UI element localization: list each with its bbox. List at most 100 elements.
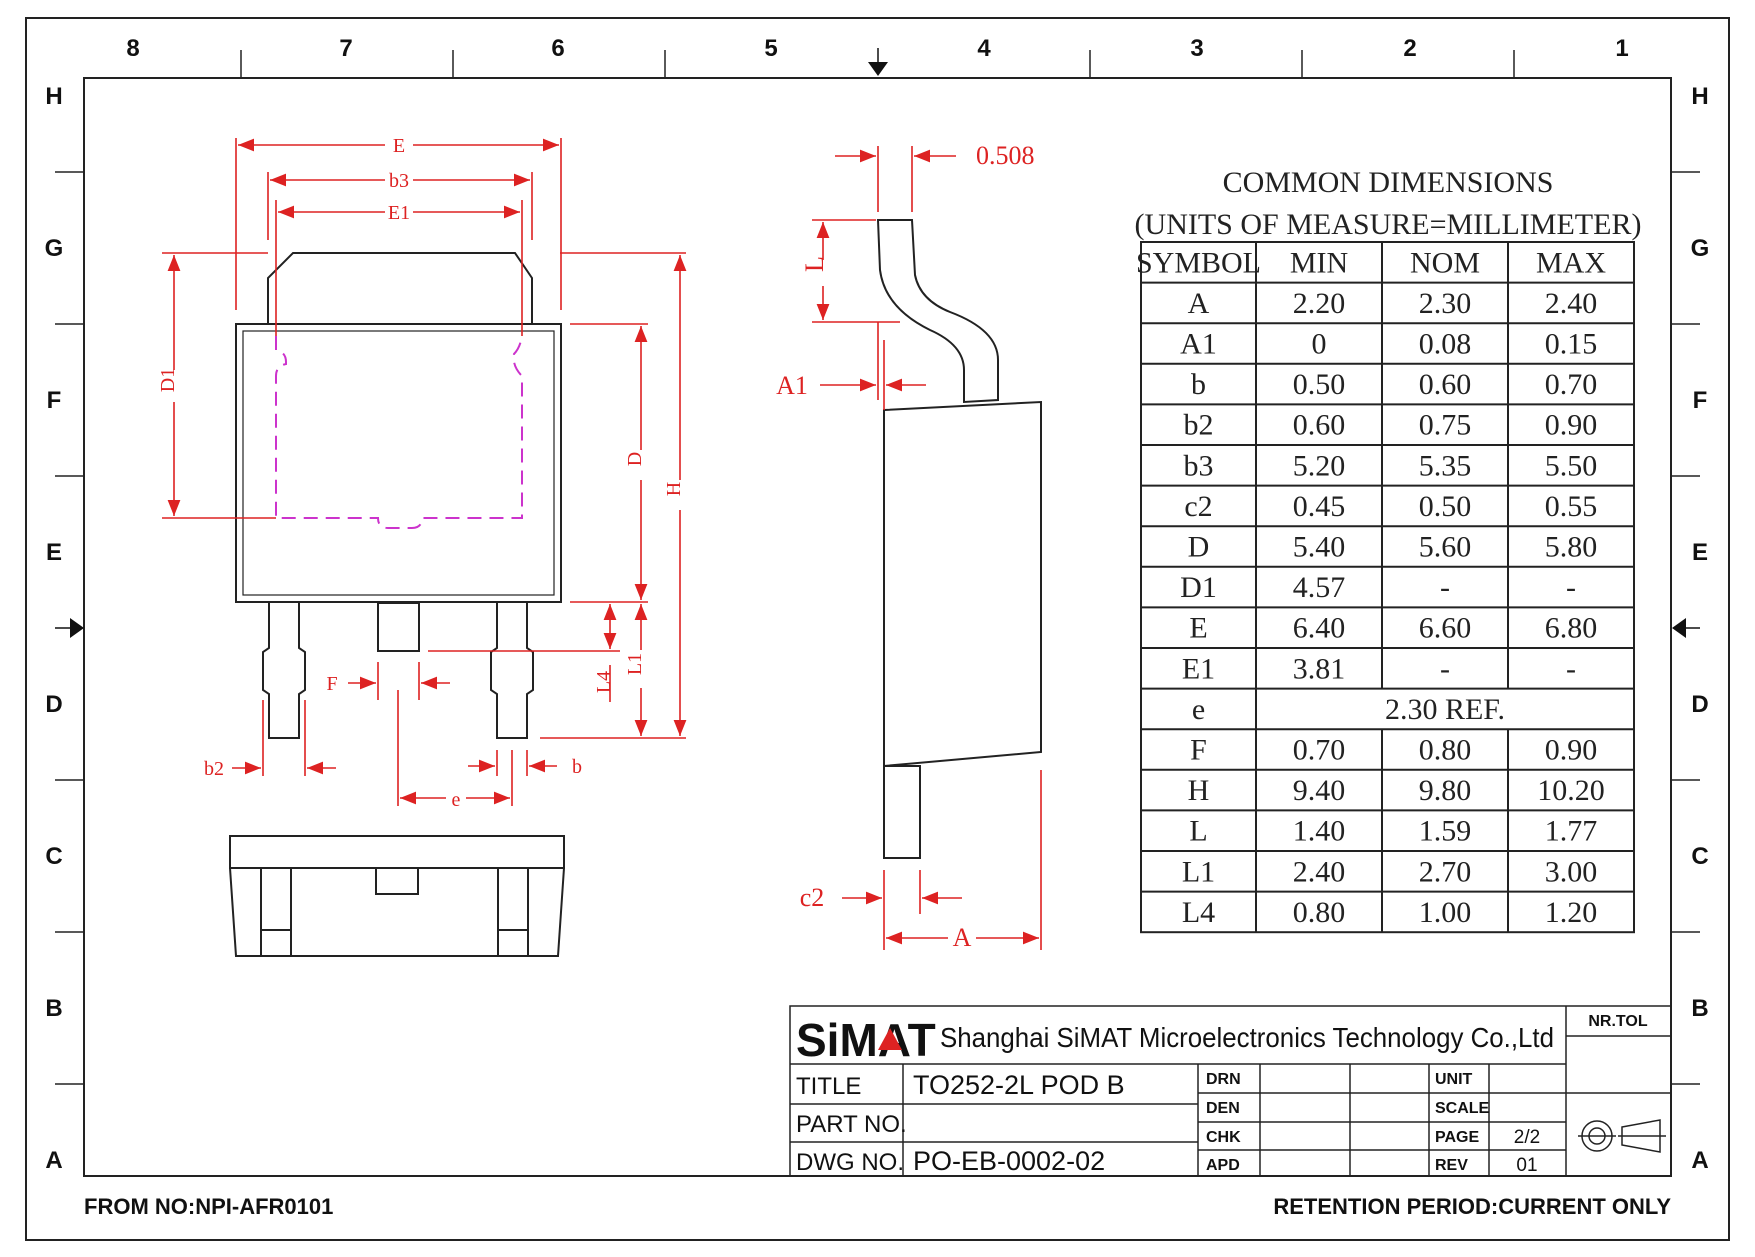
table-cell: 0.08 <box>1419 328 1472 361</box>
footer-retention-period: RETENTION PERIOD:CURRENT ONLY <box>1273 1194 1671 1219</box>
dim-label-b2: b2 <box>204 758 224 780</box>
title-block <box>789 1005 1672 1177</box>
dwg-no-label: DWG NO. <box>796 1149 904 1176</box>
dim-label-H: H <box>663 482 685 496</box>
table-header-cell: SYMBOL <box>1136 246 1261 279</box>
table-cell: D1 <box>1180 571 1217 604</box>
row-labels-right: H G F E D C B A <box>1691 83 1710 1174</box>
rev-label: REV <box>1435 1157 1468 1174</box>
table-cell: E1 <box>1182 652 1215 685</box>
row-label: B <box>1691 995 1708 1022</box>
scale-label: SCALE <box>1435 1100 1490 1117</box>
col-label: 8 <box>126 35 139 62</box>
table-cell: L1 <box>1182 855 1215 888</box>
table-cell: 0.55 <box>1545 490 1598 523</box>
projection-symbol-icon <box>1578 1119 1666 1153</box>
col-label: 1 <box>1615 35 1628 62</box>
dim-label-F: F <box>326 673 337 695</box>
row-label: D <box>45 691 62 718</box>
logo-triangle-icon <box>878 1028 902 1050</box>
col-label: 6 <box>551 35 564 62</box>
nr-tol-label: NR.TOL <box>1588 1013 1647 1030</box>
col-label: 5 <box>764 35 777 62</box>
table-cell: - <box>1566 652 1576 685</box>
table-cell: 2.70 <box>1419 855 1472 888</box>
row-label: A <box>1691 1147 1708 1174</box>
company-logo: SiMAT <box>796 1014 936 1066</box>
chk-label: CHK <box>1206 1129 1241 1146</box>
dim-label-D: D <box>624 452 646 466</box>
front-view <box>229 835 565 957</box>
table-cell: 0.90 <box>1545 409 1598 442</box>
col-label: 4 <box>977 35 991 62</box>
dim-label-b: b <box>572 756 582 778</box>
table-cell: 6.80 <box>1545 612 1598 645</box>
title-block-text: SiMAT Shanghai SiMAT Microelectronics Te… <box>796 1013 1648 1176</box>
col-label: 7 <box>339 35 352 62</box>
table-cell: 0.80 <box>1293 896 1346 929</box>
table-cell: 6.40 <box>1293 612 1346 645</box>
table-cell: 0.90 <box>1545 734 1598 767</box>
table-cell: 9.80 <box>1419 774 1472 807</box>
row-labels-left: H G F E D C B A <box>45 83 64 1174</box>
row-label: G <box>45 235 64 262</box>
thermal-pad-outline <box>275 335 523 529</box>
table-cell: 3.81 <box>1293 652 1346 685</box>
col-label: 3 <box>1190 35 1203 62</box>
row-label: C <box>1691 843 1708 870</box>
row-label: C <box>45 843 62 870</box>
row-label: H <box>45 83 62 110</box>
table-cell: 1.59 <box>1419 815 1472 848</box>
row-label: D <box>1691 691 1708 718</box>
table-cell: 6.60 <box>1419 612 1472 645</box>
table-cell: 5.20 <box>1293 449 1346 482</box>
dim-label-D1: D1 <box>157 368 179 392</box>
dim-label-b3: b3 <box>389 170 409 192</box>
table-cell: - <box>1566 571 1576 604</box>
company-name: Shanghai SiMAT Microelectronics Technolo… <box>940 1022 1554 1053</box>
dim-label-e: e <box>452 789 461 811</box>
table-cell: 0 <box>1312 328 1327 361</box>
table-cell: b2 <box>1184 409 1214 442</box>
table-cell: b <box>1191 368 1206 401</box>
table-cell: H <box>1188 774 1210 807</box>
lead-left <box>262 603 306 739</box>
row-label: A <box>45 1147 62 1174</box>
table-cell: 5.35 <box>1419 449 1472 482</box>
rev-value: 01 <box>1516 1155 1537 1176</box>
dim-label-0508: 0.508 <box>976 141 1035 170</box>
footer-form-number: FROM NO:NPI-AFR0101 <box>84 1194 333 1219</box>
page-value: 2/2 <box>1514 1127 1540 1148</box>
col-label: 2 <box>1403 35 1416 62</box>
table-subtitle: (UNITS OF MEASURE=MILLIMETER) <box>1135 208 1642 241</box>
lead-right <box>490 603 534 739</box>
dwg-no-value: PO-EB-0002-02 <box>913 1146 1105 1176</box>
package-tab <box>267 252 533 325</box>
row-label: F <box>1693 387 1708 414</box>
center-arrow-top <box>868 62 888 76</box>
package-body <box>235 323 562 603</box>
dimensions-table: COMMON DIMENSIONS (UNITS OF MEASURE=MILL… <box>1135 166 1642 934</box>
table-cell: 9.40 <box>1293 774 1346 807</box>
table-cell: 3.00 <box>1545 855 1598 888</box>
outer-border <box>25 17 1730 1241</box>
den-label: DEN <box>1206 1100 1240 1117</box>
side-view <box>876 219 1042 859</box>
column-ticks <box>240 50 1515 78</box>
top-view-dimensions <box>162 138 687 806</box>
table-cell: - <box>1440 652 1450 685</box>
table-cell: 1.00 <box>1419 896 1472 929</box>
side-view-dimensions <box>812 146 1042 950</box>
table-cell: D <box>1188 531 1210 564</box>
table-cell: 2.40 <box>1293 855 1346 888</box>
unit-label: UNIT <box>1435 1071 1473 1088</box>
table-cell: 1.20 <box>1545 896 1598 929</box>
table-cell: 2.20 <box>1293 287 1346 320</box>
table-cell: 2.40 <box>1545 287 1598 320</box>
table-header-cell: MAX <box>1536 246 1606 279</box>
dim-label-A1: A1 <box>776 371 808 400</box>
row-label: F <box>47 387 62 414</box>
column-labels: 8 7 6 5 4 3 2 1 <box>126 35 1628 62</box>
